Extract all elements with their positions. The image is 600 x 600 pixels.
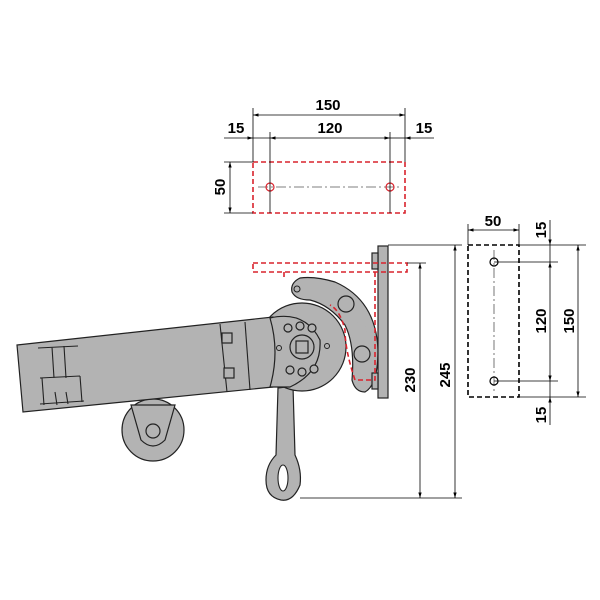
- dim-top-right-offset: 15: [416, 120, 433, 137]
- height-dimensions: 230 245: [300, 244, 462, 499]
- dim-top-left-offset: 15: [228, 120, 245, 137]
- dim-top-hole-spacing: 120: [317, 120, 342, 137]
- dim-top-height: 50: [212, 179, 229, 196]
- dim-side-overall-height: 150: [561, 308, 578, 333]
- top-plate-outline: [252, 161, 406, 214]
- operator-mechanism: [16, 245, 408, 501]
- dim-side-bottom-offset: 15: [533, 407, 550, 424]
- door-arm: [16, 316, 284, 413]
- wall-plate: [377, 245, 389, 399]
- side-plate-outline: [467, 244, 520, 398]
- dim-arm-height: 230: [402, 367, 419, 392]
- release-lever: [265, 385, 302, 501]
- top-mounting-plate: 150 15 120 15 50: [212, 97, 434, 214]
- dim-side-width: 50: [485, 213, 502, 230]
- dim-overall-height: 245: [437, 362, 454, 387]
- dim-side-hole-spacing: 120: [533, 308, 550, 333]
- dim-top-overall-width: 150: [315, 97, 340, 114]
- side-mounting-plate: 50 15 120 150 15: [467, 213, 586, 425]
- dim-side-top-offset: 15: [533, 222, 550, 239]
- ceiling-mount-outline: [252, 262, 408, 273]
